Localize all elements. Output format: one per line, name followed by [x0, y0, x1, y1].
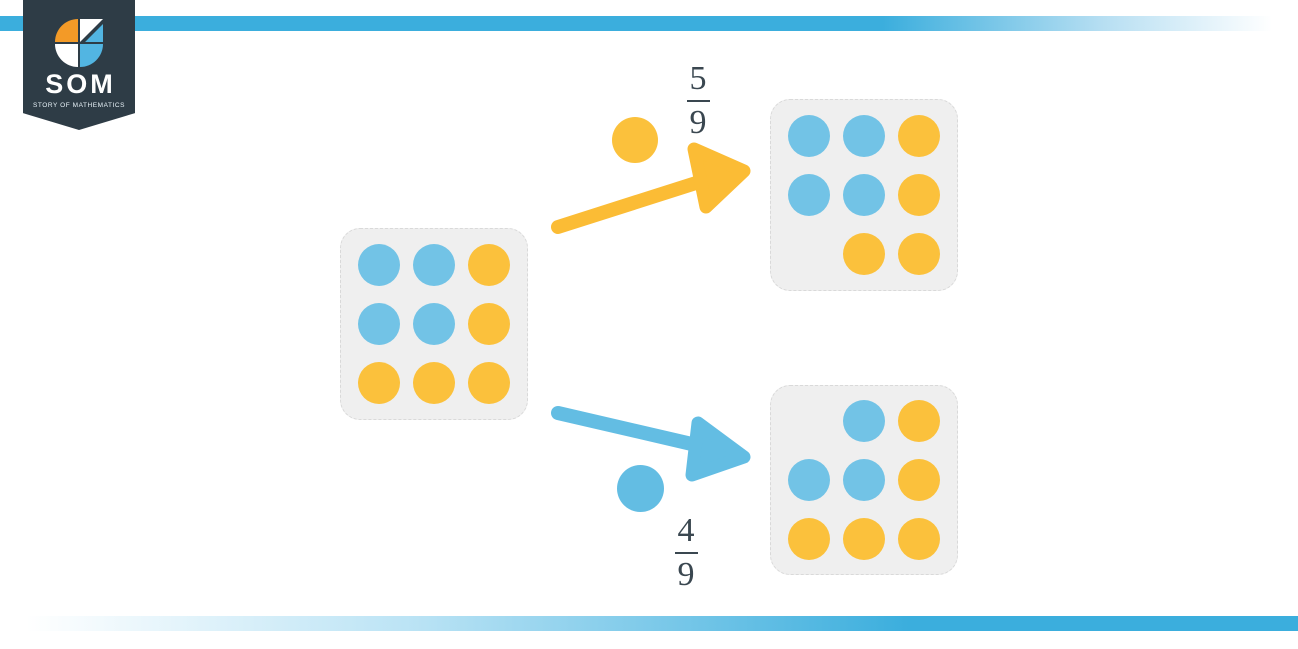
yellow-counter [843, 518, 885, 560]
blue-counter [358, 244, 400, 286]
blue-counter [843, 400, 885, 442]
empty-cell [788, 400, 830, 442]
blue-counter [843, 459, 885, 501]
blue-counter [788, 115, 830, 157]
blue-counter [843, 174, 885, 216]
yellow-counter [468, 244, 510, 286]
bottom-accent-bar [0, 616, 1298, 631]
blue-counter [843, 115, 885, 157]
blue-arrow-icon [551, 406, 751, 482]
yellow-counter [358, 362, 400, 404]
counters-grid-after-yellow-pick [770, 99, 958, 291]
counters-grid-after-blue-pick [770, 385, 958, 575]
fraction-bar [686, 100, 710, 102]
pinwheel-lightning-quadrant [80, 19, 103, 42]
yellow-counter [898, 115, 940, 157]
fraction-denominator: 9 [689, 104, 707, 141]
fraction-numerator: 5 [689, 60, 707, 97]
blue-counter [413, 303, 455, 345]
yellow-counter [898, 518, 940, 560]
brand-tagline: STORY OF MATHEMATICS [32, 102, 126, 109]
brand-name: SOM [45, 69, 116, 99]
yellow-counter [788, 518, 830, 560]
counters-grid-start [340, 228, 528, 420]
yellow-counter [898, 233, 940, 275]
pinwheel-white-quarter [55, 44, 78, 67]
blue-counter [413, 244, 455, 286]
som-pinwheel-icon [55, 19, 103, 67]
yellow-counter [898, 400, 940, 442]
yellow-counter [898, 174, 940, 216]
picked-yellow-counter [612, 117, 658, 163]
yellow-counter [843, 233, 885, 275]
probability-yellow-fraction: 5 9 [675, 62, 721, 140]
probability-blue-fraction: 4 9 [663, 514, 709, 592]
blue-counter [788, 174, 830, 216]
yellow-arrow-icon [551, 142, 751, 234]
fraction-bar [674, 552, 698, 554]
yellow-counter [413, 362, 455, 404]
som-logo-badge: SOM STORY OF MATHEMATICS [23, 0, 135, 130]
top-accent-bar [0, 16, 1298, 31]
fraction-numerator: 4 [677, 512, 695, 549]
empty-cell [788, 233, 830, 275]
fraction-denominator: 9 [677, 556, 695, 593]
yellow-counter [898, 459, 940, 501]
yellow-counter [468, 303, 510, 345]
blue-counter [788, 459, 830, 501]
pinwheel-blue-quarter [80, 44, 103, 67]
picked-blue-counter [617, 465, 664, 512]
blue-counter [358, 303, 400, 345]
yellow-counter [468, 362, 510, 404]
pinwheel-orange-quarter [55, 19, 78, 42]
